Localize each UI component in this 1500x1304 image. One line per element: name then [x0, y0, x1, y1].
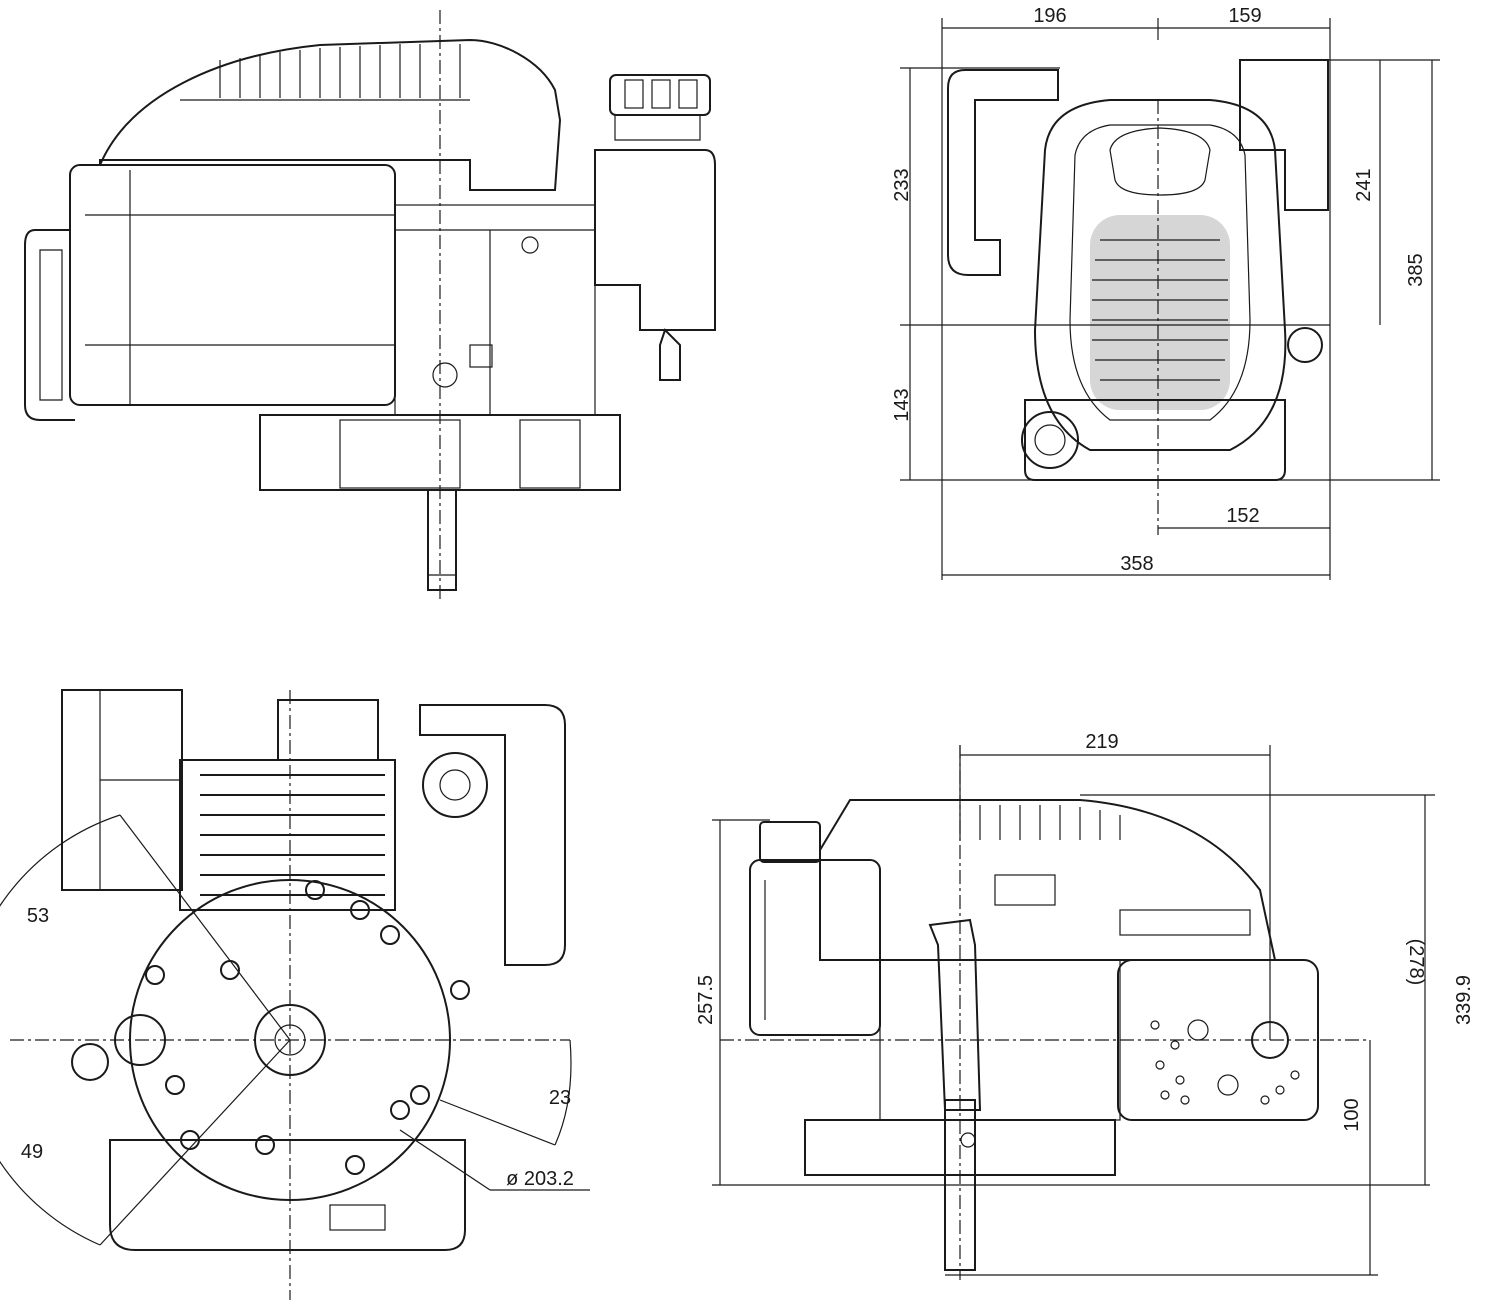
engine-front-view: 219 257.5 (278) 339.9 100: [695, 731, 1475, 1280]
dim-front-height-shaft: 100: [1341, 1098, 1363, 1131]
dim-front-width: 219: [1085, 731, 1118, 753]
dim-front-height-total: 339.9: [1453, 975, 1475, 1025]
flywheel-bolts: [145, 880, 470, 1175]
cylinder-fins: [200, 774, 385, 896]
dim-offset-bottom: 152: [1226, 505, 1259, 527]
cowl-slots: [219, 44, 461, 98]
grille-slats: [1092, 239, 1228, 401]
engine-side-view: [24, 10, 716, 600]
dim-height-total: 385: [1405, 253, 1427, 286]
dim-angle-bottom: 49: [21, 1141, 43, 1163]
dim-height-top: 233: [891, 168, 913, 201]
dim-height-bottom: 143: [891, 388, 913, 421]
dim-width-right: 159: [1228, 5, 1261, 27]
dim-offset: 23: [549, 1087, 571, 1109]
cowl-slots-front: [959, 805, 1121, 840]
dim-front-height-ref: (278): [1405, 939, 1427, 986]
dim-diameter: ø 203.2: [506, 1168, 574, 1190]
dim-height-mid: 241: [1353, 168, 1375, 201]
dim-front-height-left: 257.5: [695, 975, 717, 1025]
engine-rear-view: 196 159 233 143 241 385 152 358: [891, 5, 1440, 580]
engine-top-view: 53 49 23 ø 203.2: [0, 689, 590, 1300]
dim-overall-width: 358: [1120, 553, 1153, 575]
dim-angle-top: 53: [27, 905, 49, 927]
dim-width-left: 196: [1033, 5, 1066, 27]
vent-holes: [1150, 1020, 1300, 1105]
